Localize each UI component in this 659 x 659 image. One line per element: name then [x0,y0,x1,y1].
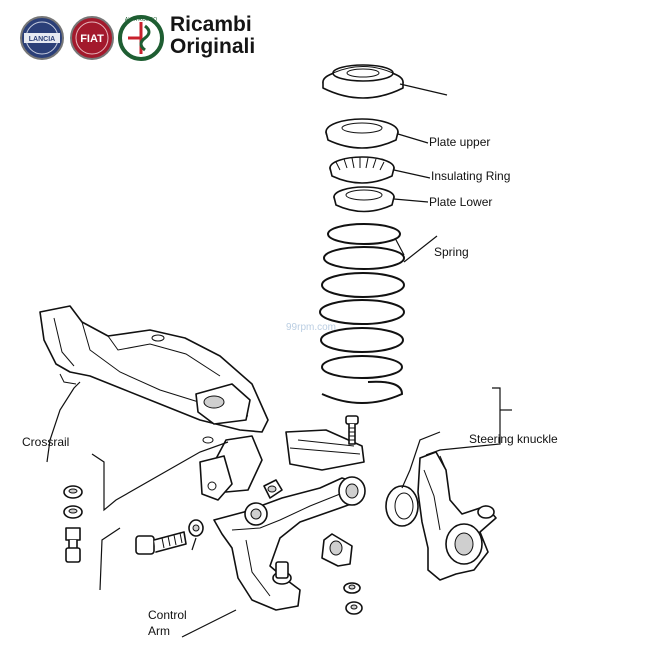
brand-title-line1: Ricambi [170,13,252,36]
brand-title-line2: Originali [170,35,256,58]
plate-lower-part [333,186,395,213]
alfa-romeo-logo [118,15,164,61]
dust-seal-ring [385,485,419,527]
plate-lower-label: Plate Lower [429,195,492,209]
lancia-logo-text: LANCIA [29,36,55,43]
steering-knuckle-part [417,451,497,581]
insulating-ring-label: Insulating Ring [431,169,510,183]
control-arm-label-line1: Control [148,608,187,622]
lancia-logo [20,16,64,60]
front-bolt [135,531,187,555]
crossrail-part [39,305,365,501]
brand-title: Ricambi Originali [170,14,255,58]
stabilizer-clamp [321,533,363,615]
steering-knuckle-label: Steering knuckle [469,432,558,446]
plate-upper-label: Plate upper [429,135,490,149]
control-arm-part [213,476,366,611]
coil-spring [319,223,405,404]
spring-label: Spring [434,245,469,259]
alfa-romeo-logo-text: ALFA ROMEO [125,17,157,23]
fiat-logo [70,16,114,60]
vertical-bolt [345,415,359,445]
left-hardware-stack [63,485,83,563]
insulating-ring-part [329,156,395,184]
fiat-logo-text: FIAT [80,33,104,45]
plate-upper-part [325,118,399,149]
control-arm-label-line2: Arm [148,624,170,638]
watermark: 99rpm.com [286,322,336,333]
washer [188,519,204,537]
top-mount [322,64,404,99]
crossrail-label: Crossrail [22,435,69,449]
